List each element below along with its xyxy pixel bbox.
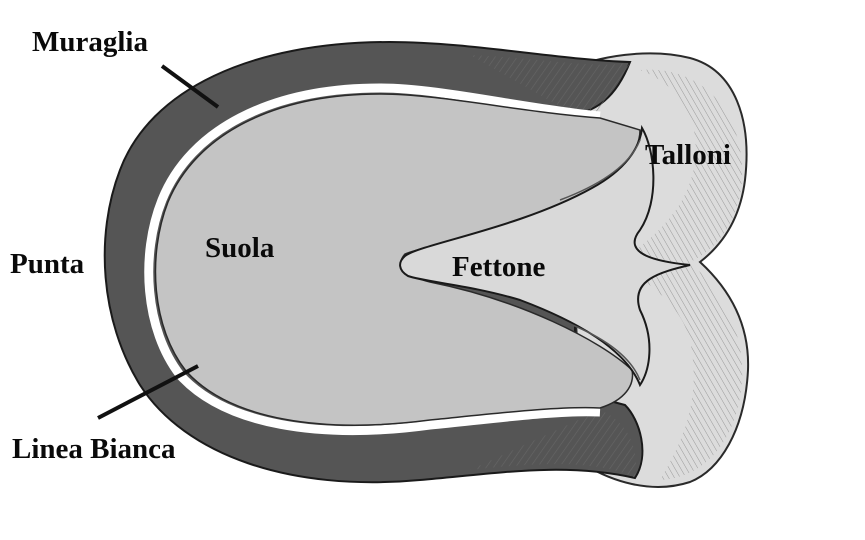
label-punta: Punta <box>10 250 84 279</box>
label-suola: Suola <box>205 234 274 263</box>
label-muraglia: Muraglia <box>32 28 148 57</box>
label-talloni: Talloni <box>645 141 731 170</box>
label-fettone: Fettone <box>452 253 545 282</box>
label-linea-bianca: Linea Bianca <box>12 435 176 464</box>
